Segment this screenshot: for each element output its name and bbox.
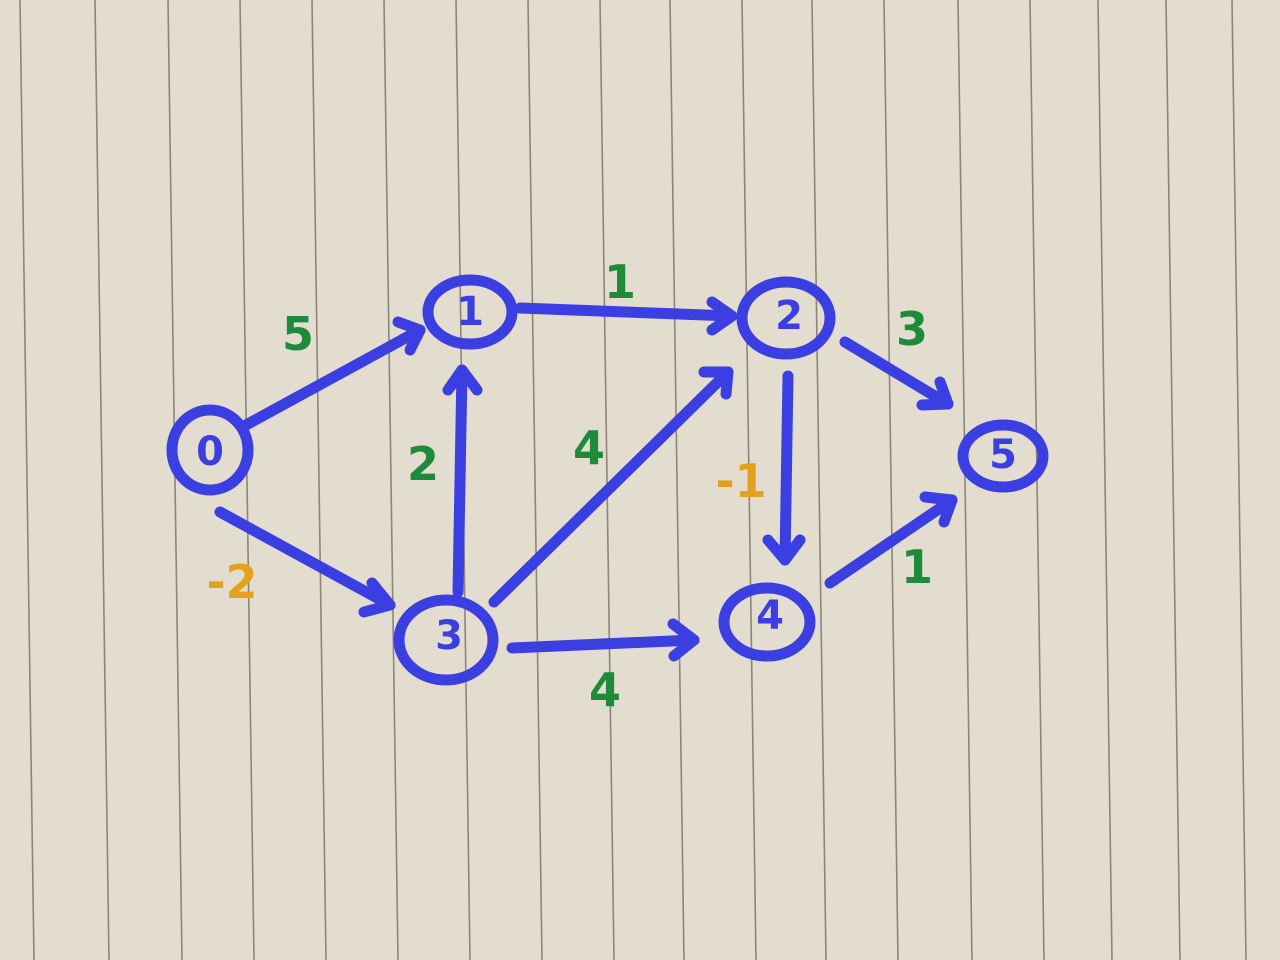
weight-label: 3 (896, 302, 928, 356)
ruled-line (669, 0, 685, 960)
ruled-line (527, 0, 543, 960)
node-label: 0 (196, 429, 224, 475)
edge-3-1 (442, 364, 483, 598)
ruled-line (957, 0, 973, 960)
ruled-line (239, 0, 255, 960)
ruled-line (311, 0, 327, 960)
node-label: 2 (775, 293, 803, 339)
node-label: 4 (756, 593, 784, 639)
node-label: 3 (435, 613, 463, 659)
ruled-line (19, 0, 35, 960)
node-0: 0 (166, 404, 254, 496)
ruled-line (167, 0, 183, 960)
weight-label: 4 (573, 421, 605, 475)
edge-3-2 (488, 366, 734, 608)
weight-label: -2 (206, 555, 257, 609)
edge-0-1 (240, 316, 426, 431)
edge-4-5 (824, 491, 958, 589)
ruled-line (94, 0, 110, 960)
ruled-line (811, 0, 827, 960)
node-5: 5 (957, 419, 1049, 493)
node-1: 1 (422, 274, 518, 350)
weight-label: 1 (604, 255, 636, 309)
ruled-line (883, 0, 899, 960)
edge-2-4 (762, 370, 806, 566)
weight-label: -1 (715, 454, 766, 508)
node-label: 1 (456, 289, 484, 335)
node-2: 2 (736, 276, 836, 360)
weight-label: 1 (901, 540, 933, 594)
ruled-line (383, 0, 399, 960)
weight-label: 5 (282, 307, 314, 361)
ruled-line (599, 0, 615, 960)
node-3: 3 (393, 594, 499, 686)
ruled-line (1165, 0, 1181, 960)
weight-label: 2 (407, 437, 439, 491)
ruled-line (1231, 0, 1247, 960)
edge-3-4 (506, 618, 700, 662)
edge-2-5 (839, 336, 954, 411)
edge-1-2 (514, 296, 738, 336)
weight-label: 4 (589, 663, 621, 717)
ruled-line (741, 0, 757, 960)
edge-0-3 (214, 506, 396, 618)
node-4: 4 (718, 582, 816, 662)
ruled-line (1097, 0, 1113, 960)
node-label: 5 (989, 432, 1017, 478)
